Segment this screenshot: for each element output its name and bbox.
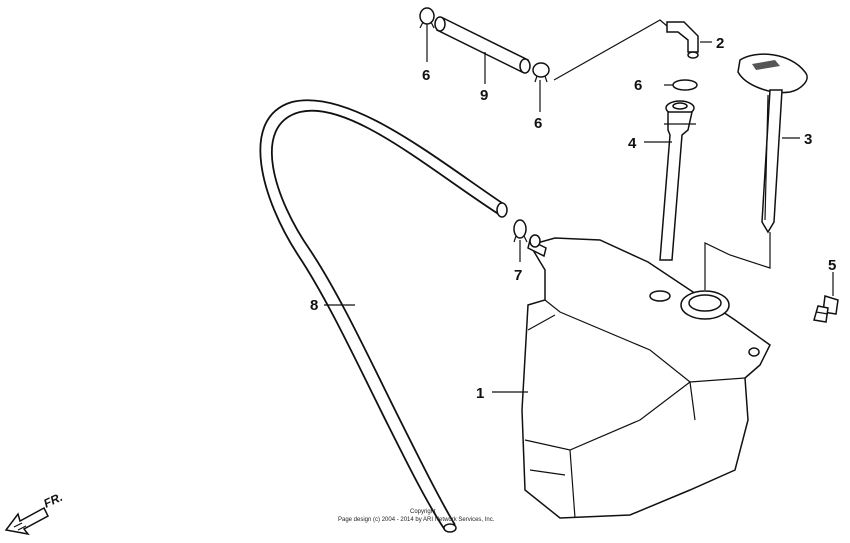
- callout-dipstick: 3: [804, 131, 812, 148]
- callout-long-tube: 8: [310, 297, 318, 314]
- callout-breather-tube: 2: [716, 35, 724, 52]
- callout-clip-middle: 6: [634, 77, 642, 94]
- callout-clip-top-right: 6: [534, 115, 542, 132]
- clip-hose-part: [513, 219, 528, 243]
- callout-short-tube: 9: [480, 87, 488, 104]
- leader-lines: [324, 19, 834, 393]
- clip-top-left-part: [419, 7, 435, 29]
- callout-tank: 1: [476, 385, 484, 402]
- copyright-line-1: Copyright: [410, 509, 436, 515]
- drain-bolt-part: [813, 295, 839, 323]
- clip-top-right-part: [532, 62, 550, 83]
- long-tube-part: [259, 99, 508, 533]
- callout-clip-top-left: 6: [422, 67, 430, 84]
- clip-middle-part: [672, 79, 698, 91]
- callout-drain-bolt: 5: [828, 257, 836, 274]
- copyright-line-2: Page design (c) 2004 - 2014 by ARI Netwo…: [338, 517, 495, 523]
- tank-part: [521, 234, 771, 519]
- callout-filler-neck: 4: [628, 135, 637, 152]
- short-tube-part: [434, 16, 531, 74]
- front-direction-arrow-icon: [4, 506, 49, 536]
- callout-clip-hose: 7: [514, 267, 522, 284]
- direction-label: FR.: [41, 490, 64, 511]
- breather-tube-part: [666, 21, 699, 59]
- filler-neck-part: [659, 100, 696, 261]
- tube-end: [496, 202, 508, 218]
- dipstick-part: [737, 53, 808, 234]
- tube-end: [443, 523, 457, 533]
